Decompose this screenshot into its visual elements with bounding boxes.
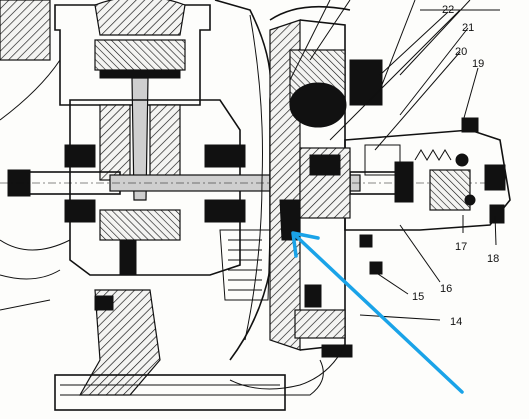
support-pedestal [78,289,161,396]
grease-nipple [461,117,479,133]
cover-lower-curve [229,344,346,390]
bearing-right-top [204,144,246,168]
piston [94,39,186,71]
annotation-arrow [291,231,464,394]
lower-pivot [464,194,476,206]
leader-lines [359,11,497,321]
counterweight [99,209,181,241]
rotor-lower-block [294,309,346,339]
callout-18: 18 [487,253,499,265]
rotor-lower-bolt [304,284,322,308]
bolt-16 [359,234,373,248]
counterweight-round [289,82,347,128]
crank-web-right [149,104,181,181]
inner-bearing [364,144,401,176]
pivot-pin [455,153,469,167]
arrow-shaft [294,234,464,394]
piston-ring [99,69,181,79]
cylinder-assembly [0,0,286,411]
main-shaft [0,169,500,197]
rotor-upper-weight [349,59,383,106]
fan-blades [219,229,271,301]
bolt-18 [489,204,505,224]
bottom-bolt [321,344,353,358]
governor-weights [429,169,471,211]
connecting-rod [131,77,149,201]
fan-housing [214,0,383,396]
cylinder-outline [54,4,211,106]
left-upper-casing [0,0,51,61]
bearing-left-top [64,144,96,168]
end-cap [484,164,506,191]
base-plate [54,374,286,411]
right-governor-assembly [289,0,511,275]
cylinder-head [94,0,186,36]
callout-21: 21 [462,22,474,34]
governor-spring [414,149,452,161]
crank-web-left [99,104,131,181]
coupling [394,161,414,203]
bearing-right-bottom [204,199,246,223]
callout-20: 20 [455,46,467,58]
callout-19: 19 [472,58,484,70]
base-bolt [94,295,114,311]
hub-flange-insert [309,154,341,176]
bearing-left-bottom [64,199,96,223]
stud-bolt [119,239,137,276]
callout-16: 16 [440,283,452,295]
callout-labels: 22 21 20 19 18 17 16 15 14 [412,4,499,328]
callout-15: 15 [412,291,424,303]
callout-14: 14 [450,316,462,328]
arrow-head [291,231,320,258]
crankcase-outline [69,99,241,276]
callout-22: 22 [442,4,454,16]
callout-17: 17 [455,241,467,253]
